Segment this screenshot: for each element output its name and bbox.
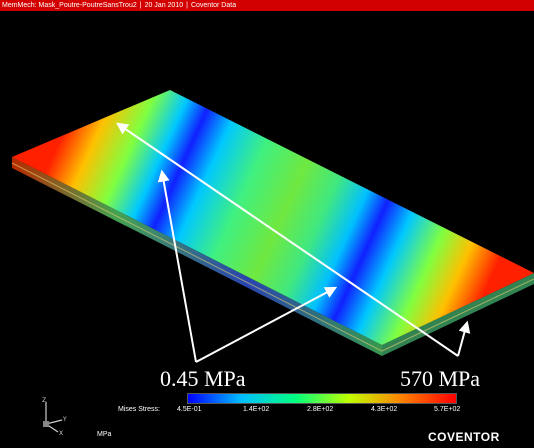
legend-units: MPa [97,431,112,438]
legend-tick-3: 2.8E+02 [307,406,334,413]
stress-colorbar [187,393,457,404]
arrow-max-top [116,122,459,357]
svg-text:Y: Y [62,416,67,423]
arrow-min-left [157,169,197,363]
max-stress-annotation: 570 MPa [400,366,481,391]
arrow-max-bottom [457,320,471,357]
svg-text:X: X [59,430,63,436]
svg-text:Z: Z [42,397,46,404]
arrow-min-right [195,286,338,363]
date-label: 20 Jan 2010 [144,2,184,9]
model-name: MemMech: Mask_Poutre-PoutreSansTrou2 [2,2,137,9]
legend-tick-2: 1.4E+02 [243,406,270,413]
axis-triad-icon: Z Y X [42,397,67,436]
legend-tick-4: 4.3E+02 [371,406,398,413]
legend-tick-min: 4.5E-01 [177,406,202,413]
data-source-label: Coventor Data [190,2,237,9]
brand-logo: COVENTOR [428,430,500,444]
title-bar: MemMech: Mask_Poutre-PoutreSansTrou2|20 … [0,0,534,11]
min-stress-annotation: 0.45 MPa [160,366,246,391]
legend-tick-max: 5.7E+02 [434,406,461,413]
annotation-arrows [116,122,471,363]
beam-top-face [12,90,534,345]
legend-caption: Mises Stress: [118,406,161,413]
